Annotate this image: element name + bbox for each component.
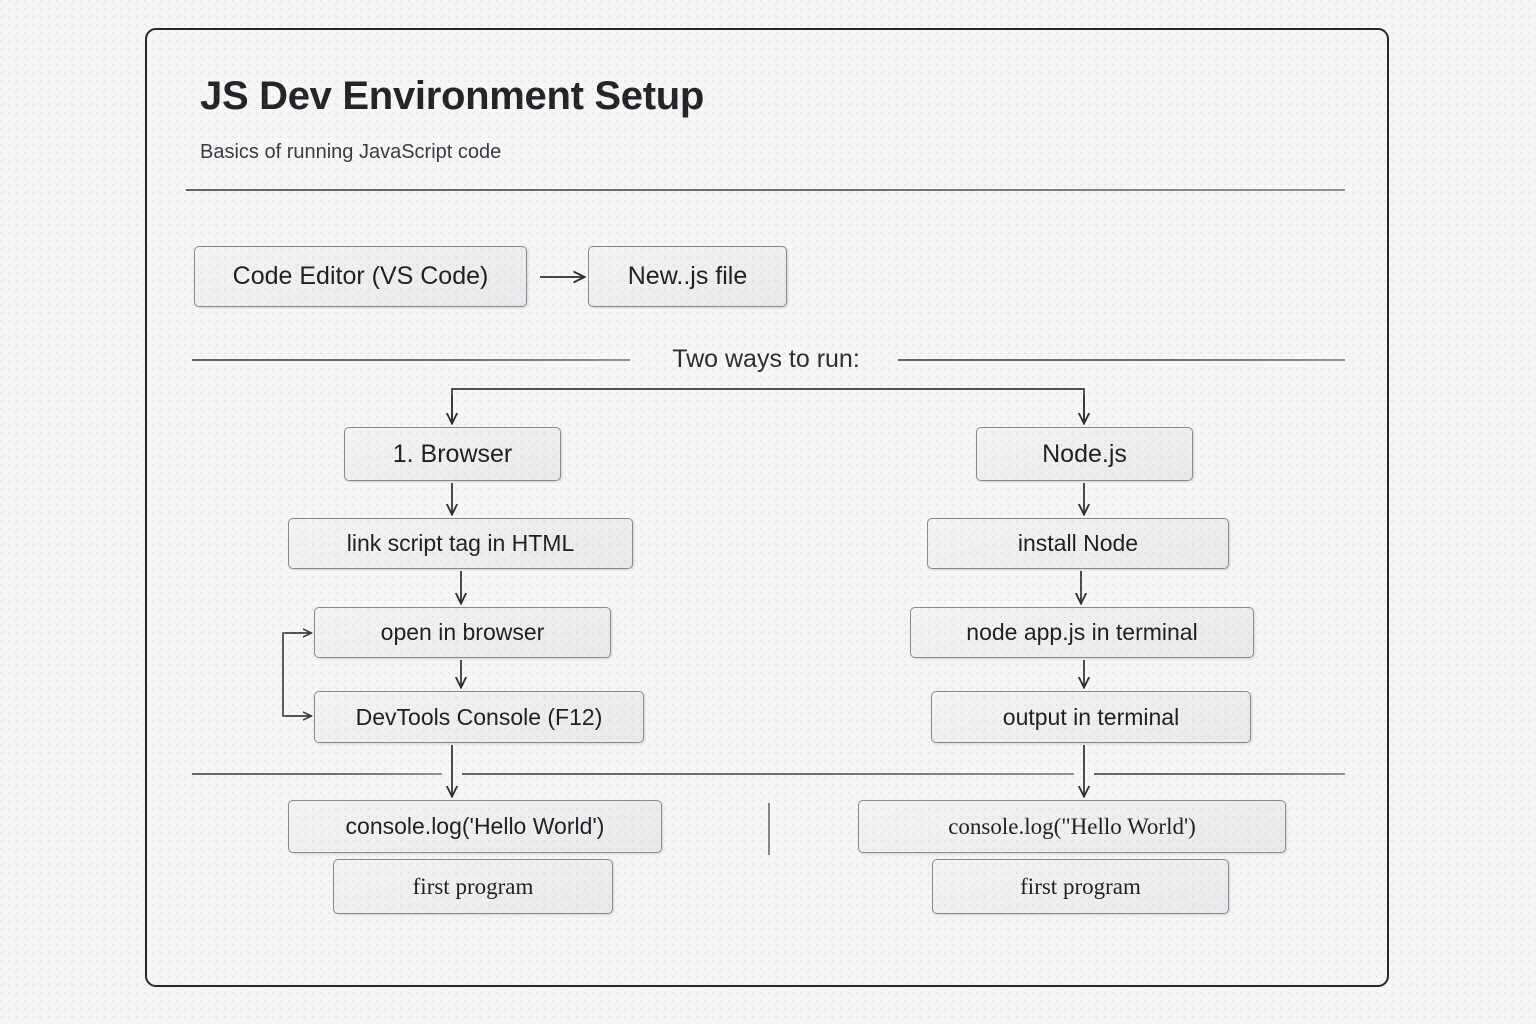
node-branch-nodejs[interactable]: Node.js: [976, 427, 1193, 481]
diagram-frame: [145, 28, 1389, 987]
divider-bottom-c: [1094, 773, 1345, 775]
divider-bottom-a: [192, 773, 442, 775]
node-open-in-browser[interactable]: open in browser: [314, 607, 611, 658]
node-new-js-file[interactable]: New..js file: [588, 246, 787, 307]
node-link-script-tag[interactable]: link script tag in HTML: [288, 518, 633, 569]
divider-section-right: [898, 359, 1345, 361]
column-separator: [768, 803, 770, 855]
node-code-editor[interactable]: Code Editor (VS Code): [194, 246, 527, 307]
section-label: Two ways to run:: [672, 345, 860, 373]
divider-section-left: [192, 359, 630, 361]
node-console-log-node[interactable]: console.log("Hello World'): [858, 800, 1286, 853]
node-devtools-console[interactable]: DevTools Console (F12): [314, 691, 644, 743]
page-title: JS Dev Environment Setup: [200, 74, 705, 118]
node-branch-browser[interactable]: 1. Browser: [344, 427, 561, 481]
node-console-log-browser[interactable]: console.log('Hello World'): [288, 800, 662, 853]
node-output-in-terminal[interactable]: output in terminal: [931, 691, 1251, 743]
node-node-app-terminal[interactable]: node app.js in terminal: [910, 607, 1254, 658]
page-subtitle: Basics of running JavaScript code: [200, 141, 502, 163]
divider-header: [186, 189, 1345, 191]
node-install-node[interactable]: install Node: [927, 518, 1229, 569]
divider-bottom-b: [462, 773, 1074, 775]
node-first-program-browser[interactable]: first program: [333, 859, 613, 914]
node-first-program-node[interactable]: first program: [932, 859, 1229, 914]
